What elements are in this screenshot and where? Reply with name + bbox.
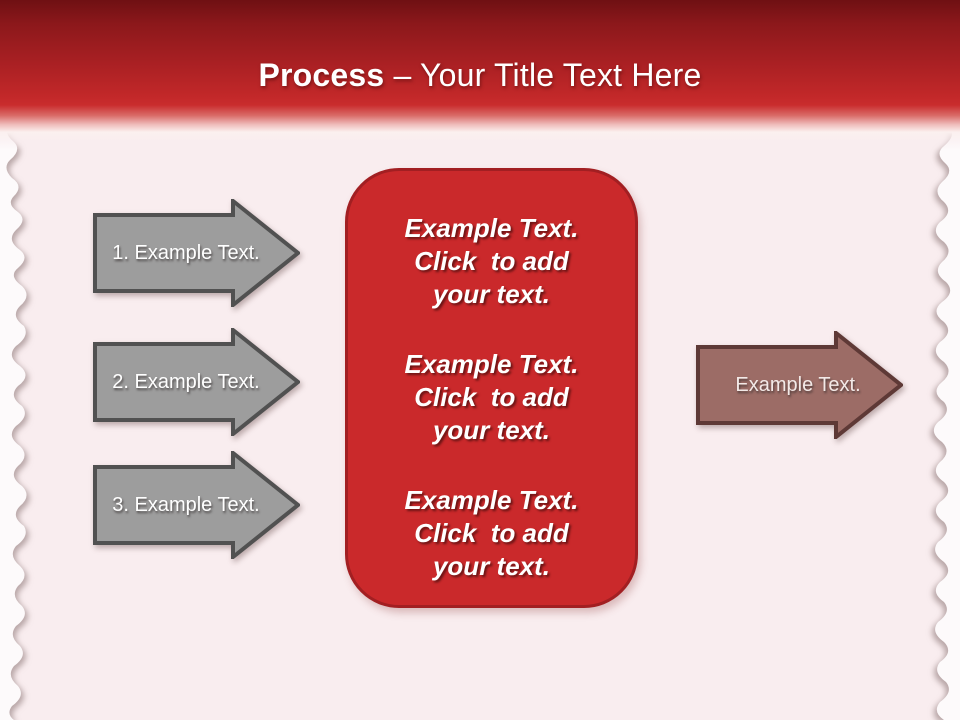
- page-title-emphasis: Process: [258, 57, 385, 93]
- step-arrow-2: 2. Example Text.: [93, 328, 300, 436]
- output-arrow: Example Text.: [696, 331, 903, 439]
- page-title-subtitle: – Your Title Text Here: [393, 57, 702, 93]
- step-arrow-1: 1. Example Text.: [93, 199, 300, 307]
- panel-text-line: Click to add: [414, 518, 569, 548]
- step-arrow-2-label: 2. Example Text.: [112, 370, 260, 393]
- panel-text-block-1: Example Text. Click to add your text.: [405, 212, 579, 311]
- step-arrow-3: 3. Example Text.: [93, 451, 300, 559]
- right-arrow-icon: [93, 451, 300, 559]
- page-title: Process – Your Title Text Here: [0, 56, 960, 94]
- right-arrow-icon: [696, 331, 903, 439]
- output-arrow-label: Example Text.: [735, 373, 861, 396]
- right-arrow-icon: [93, 328, 300, 436]
- panel-text-line: Example Text.: [404, 485, 579, 515]
- panel-text-line: Example Text.: [404, 213, 579, 243]
- panel-text-line: your text.: [432, 279, 550, 309]
- panel-text-line: your text.: [432, 551, 550, 581]
- panel-text-line: Click to add: [414, 382, 569, 412]
- panel-text-line: Example Text.: [404, 349, 579, 379]
- header-banner: Process – Your Title Text Here: [0, 0, 960, 150]
- panel-text-line: your text.: [432, 415, 550, 445]
- step-arrow-3-label: 3. Example Text.: [112, 493, 260, 516]
- panel-text-line: Click to add: [414, 246, 569, 276]
- panel-text-block-3: Example Text. Click to add your text.: [405, 484, 579, 583]
- right-arrow-icon: [93, 199, 300, 307]
- panel-text-block-2: Example Text. Click to add your text.: [405, 348, 579, 447]
- example-text-panel: Example Text. Click to add your text. Ex…: [345, 168, 638, 608]
- step-arrow-1-label: 1. Example Text.: [112, 241, 260, 264]
